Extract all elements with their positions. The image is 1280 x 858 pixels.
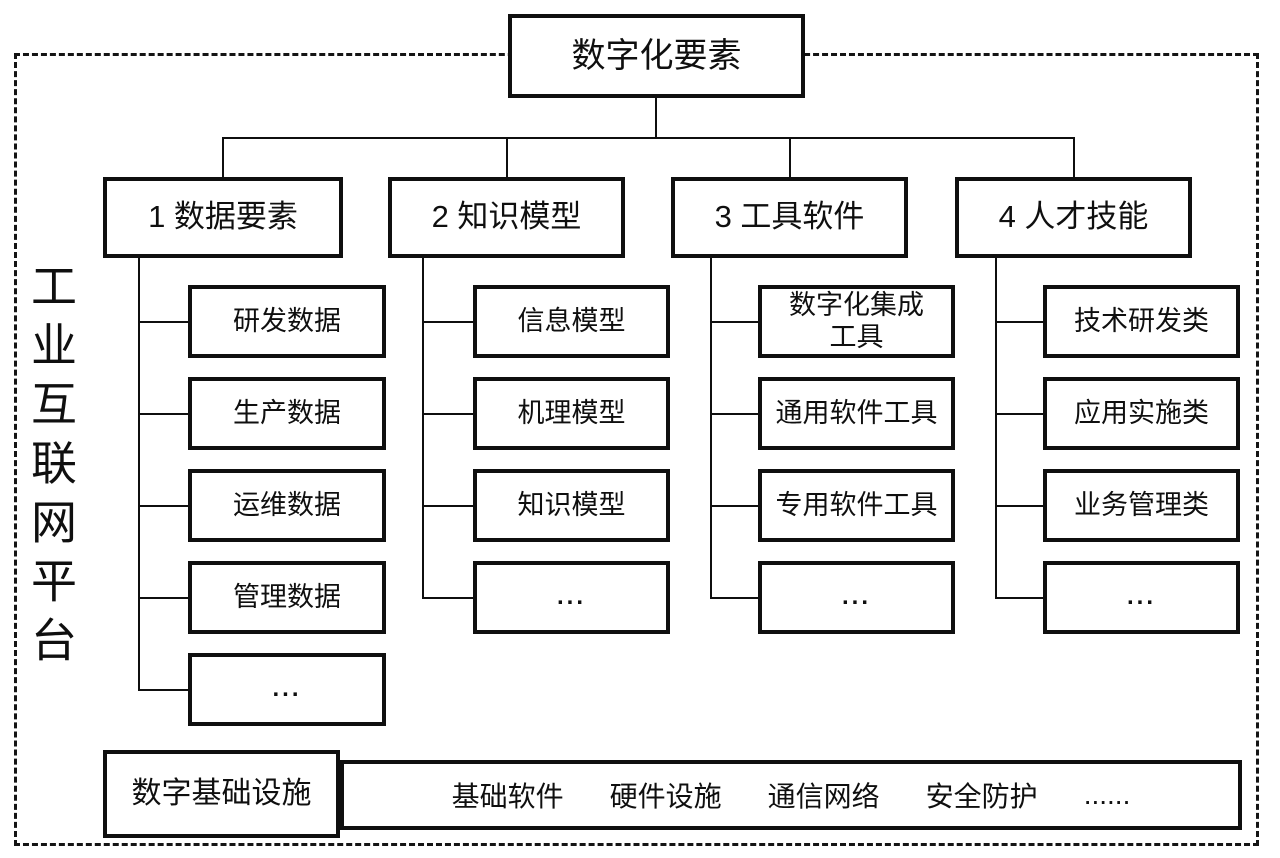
node-stub-line-1-5 [138,688,188,691]
node-stub-line-1-4 [138,596,188,599]
branch-drop-line-1 [222,137,224,177]
column-header-3: 3 工具软件 [671,177,908,258]
node-stub-line-2-3 [422,504,473,507]
infrastructure-item-3: 通信网络 [767,781,880,812]
node-stub-line-4-3 [995,504,1043,507]
node-stub-line-4-1 [995,320,1043,323]
node-stub-line-2-2 [422,412,473,415]
branch-drop-line-3 [788,137,791,177]
branch-horizontal-line [223,137,1074,139]
tree-node-more-2: ... [473,561,670,634]
infrastructure-item-5: ...... [1083,779,1131,810]
infrastructure-item-2: 硬件设施 [609,781,722,812]
tree-node-more-1: ... [188,653,386,726]
node-stub-line-4-2 [995,412,1043,415]
column-spine-line-3 [710,258,712,598]
branch-drop-line-2 [505,137,508,177]
node-stub-line-2-4 [422,596,473,599]
node-stub-line-1-3 [138,504,188,507]
tree-node-2-1: 信息模型 [473,285,670,358]
column-spine-line-1 [138,258,140,690]
tree-node-4-1: 技术研发类 [1043,285,1240,358]
tree-node-3-2: 通用软件工具 [758,377,955,450]
node-stub-line-1-2 [138,412,188,415]
column-header-1: 1 数据要素 [103,177,343,258]
tree-node-4-2: 应用实施类 [1043,377,1240,450]
node-stub-line-3-3 [710,504,758,507]
infrastructure-label-box: 数字基础设施 [103,750,340,838]
node-stub-line-4-4 [995,596,1043,599]
column-spine-line-4 [995,258,997,598]
tree-node-2-2: 机理模型 [473,377,670,450]
platform-vertical-label: 工业互联网平台 [25,262,77,675]
root-node-box: 数字化要素 [508,14,805,98]
tree-node-2-3: 知识模型 [473,469,670,542]
tree-node-1-1: 研发数据 [188,285,386,358]
infrastructure-item-4: 安全防护 [925,781,1038,812]
column-spine-line-2 [422,258,424,598]
node-stub-line-3-2 [710,412,758,415]
tree-node-1-3: 运维数据 [188,469,386,542]
node-stub-line-3-1 [710,320,758,323]
node-stub-line-2-1 [422,320,473,323]
node-stub-line-1-1 [138,320,188,323]
infrastructure-item-1: 基础软件 [451,781,564,812]
branch-drop-line-4 [1072,137,1075,177]
infrastructure-strip-box [340,760,1242,830]
infrastructure-items: 基础软件 硬件设施 通信网络 安全防护...... [340,760,1242,830]
column-header-4: 4 人才技能 [955,177,1192,258]
tree-node-more-3: ... [758,561,955,634]
root-connector-line [655,98,657,139]
tree-node-more-4: ... [1043,561,1240,634]
node-stub-line-3-4 [710,596,758,599]
column-header-2: 2 知识模型 [388,177,625,258]
tree-node-1-2: 生产数据 [188,377,386,450]
tree-node-4-3: 业务管理类 [1043,469,1240,542]
tree-node-3-1: 数字化集成 工具 [758,285,955,358]
tree-node-1-4: 管理数据 [188,561,386,634]
tree-node-3-3: 专用软件工具 [758,469,955,542]
